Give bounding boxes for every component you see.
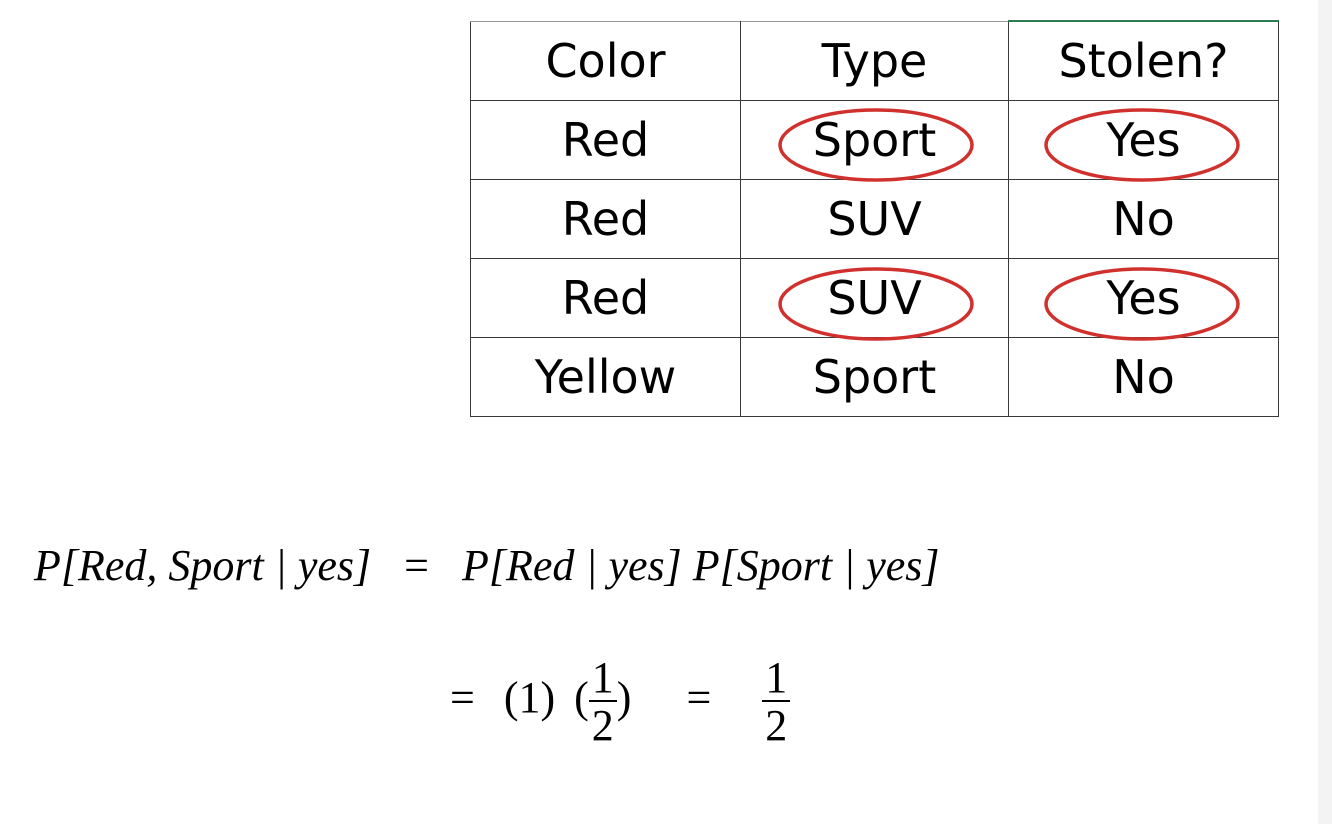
car-theft-table: Color Type Stolen? Red Sport Yes Red SUV… [470, 20, 1279, 417]
cell-type: SUV [740, 179, 1009, 259]
cell-type: Sport [740, 337, 1009, 417]
table-row: Red SUV No [470, 179, 1279, 259]
equals-sign: = [686, 673, 712, 723]
cell-color: Yellow [470, 337, 741, 417]
cell-color: Red [470, 258, 741, 338]
table-row: Yellow Sport No [470, 337, 1279, 417]
cell-color: Red [470, 179, 741, 259]
right-edge-strip [1318, 0, 1332, 824]
cell-stolen: No [1008, 337, 1279, 417]
equation-line-1: P[Red, Sport | yes] = P[Red | yes] P[Spo… [34, 540, 940, 591]
table-row: Red Sport Yes [470, 100, 1279, 180]
table-row: Red SUV Yes [470, 258, 1279, 338]
equation-rhs: P[Red | yes] P[Sport | yes] [461, 541, 940, 590]
factor-one: (1) [503, 673, 556, 723]
equals-sign: = [404, 541, 429, 590]
cell-stolen: Yes [1008, 258, 1279, 338]
header-stolen: Stolen? [1008, 20, 1279, 101]
cell-type: Sport [740, 100, 1009, 180]
equals-sign: = [450, 673, 475, 723]
cell-stolen: Yes [1008, 100, 1279, 180]
cell-stolen: No [1008, 179, 1279, 259]
cell-type: SUV [740, 258, 1009, 338]
header-color: Color [470, 20, 741, 101]
cell-color: Red [470, 100, 741, 180]
header-type: Type [740, 20, 1009, 101]
equation-lhs: P[Red, Sport | yes] [34, 541, 372, 590]
table-header-row: Color Type Stolen? [470, 20, 1279, 101]
